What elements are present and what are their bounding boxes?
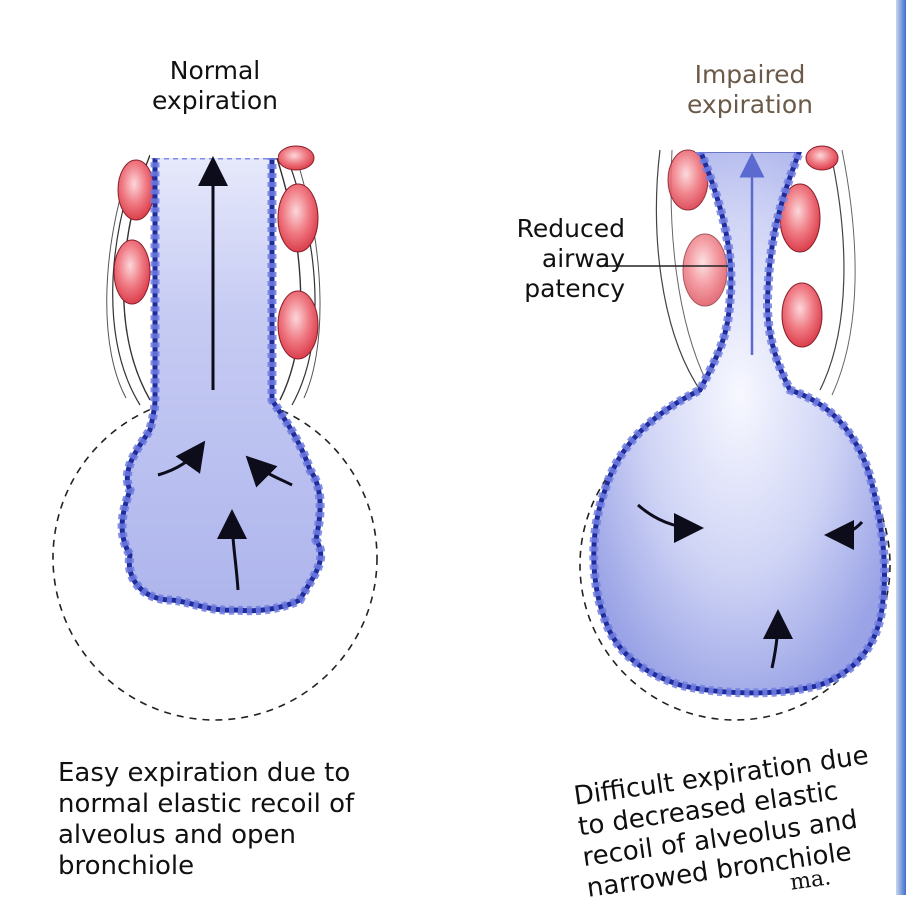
impaired-alveolus — [580, 144, 890, 720]
page-edge-decoration — [896, 0, 906, 895]
capillary-cell — [114, 240, 150, 304]
normal-expiration-label: Normal expiration — [120, 56, 310, 116]
capillary-cell — [278, 146, 314, 170]
impaired-airway-lumen — [594, 150, 885, 693]
capillary-cell — [683, 234, 727, 306]
reduced-patency-label: Reduced airway patency — [435, 214, 625, 304]
capillary-cell — [118, 160, 154, 220]
capillary-cell — [806, 146, 838, 170]
easy-expiration-caption: Easy expiration due to normal elastic re… — [58, 758, 418, 882]
capillary-cell — [278, 291, 318, 359]
normal-alveolus — [53, 146, 377, 720]
impaired-expiration-label: Impaired expiration — [650, 60, 850, 120]
capillary-cell — [278, 184, 318, 252]
capillary-cell — [782, 283, 822, 347]
